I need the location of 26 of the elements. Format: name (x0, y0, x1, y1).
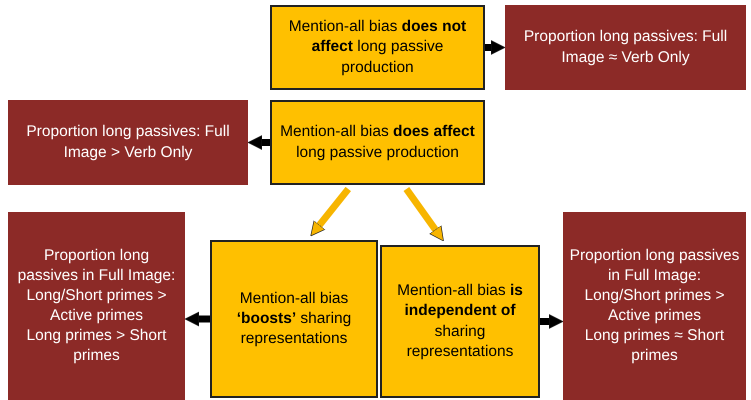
result-box (8, 100, 248, 185)
box-text: Long/Short primes > Active primes (25, 286, 168, 326)
box-text: Mention-all bias does affect long passive production (279, 122, 476, 162)
block-arrow (184, 312, 210, 326)
block-arrow (485, 40, 506, 55)
box-text: Mention-all bias ‘boosts’ sharing representations (236, 288, 352, 350)
box-text: Proportion long passives in Full Image: (16, 246, 176, 286)
box-text: Proportion long passives in Full Image: (568, 246, 740, 286)
box-text: Long primes ≈ Short primes (584, 326, 726, 366)
block-arrow (540, 314, 564, 329)
box-text: Long/Short primes > Active primes (583, 286, 726, 326)
result-box (505, 5, 746, 90)
block-arrow (310, 186, 352, 236)
hypothesis-box (270, 5, 485, 90)
box-text: Proportion long passives: Full Image ≈ Verb Only (522, 27, 728, 68)
box-text: Mention-all bias is independent of sharing representations (396, 281, 524, 362)
hypothesis-box (380, 245, 540, 398)
hypothesis-box (210, 240, 378, 398)
hypothesis-box (270, 100, 485, 185)
result-box (8, 212, 185, 400)
box-text: Mention-all bias does not affect long passive production (288, 17, 468, 78)
result-box (563, 212, 746, 400)
block-arrow (248, 135, 270, 150)
block-arrow (404, 186, 444, 242)
box-text: Proportion long passives: Full Image > Verb Only (25, 122, 231, 162)
box-text: Long primes > Short primes (25, 326, 168, 366)
